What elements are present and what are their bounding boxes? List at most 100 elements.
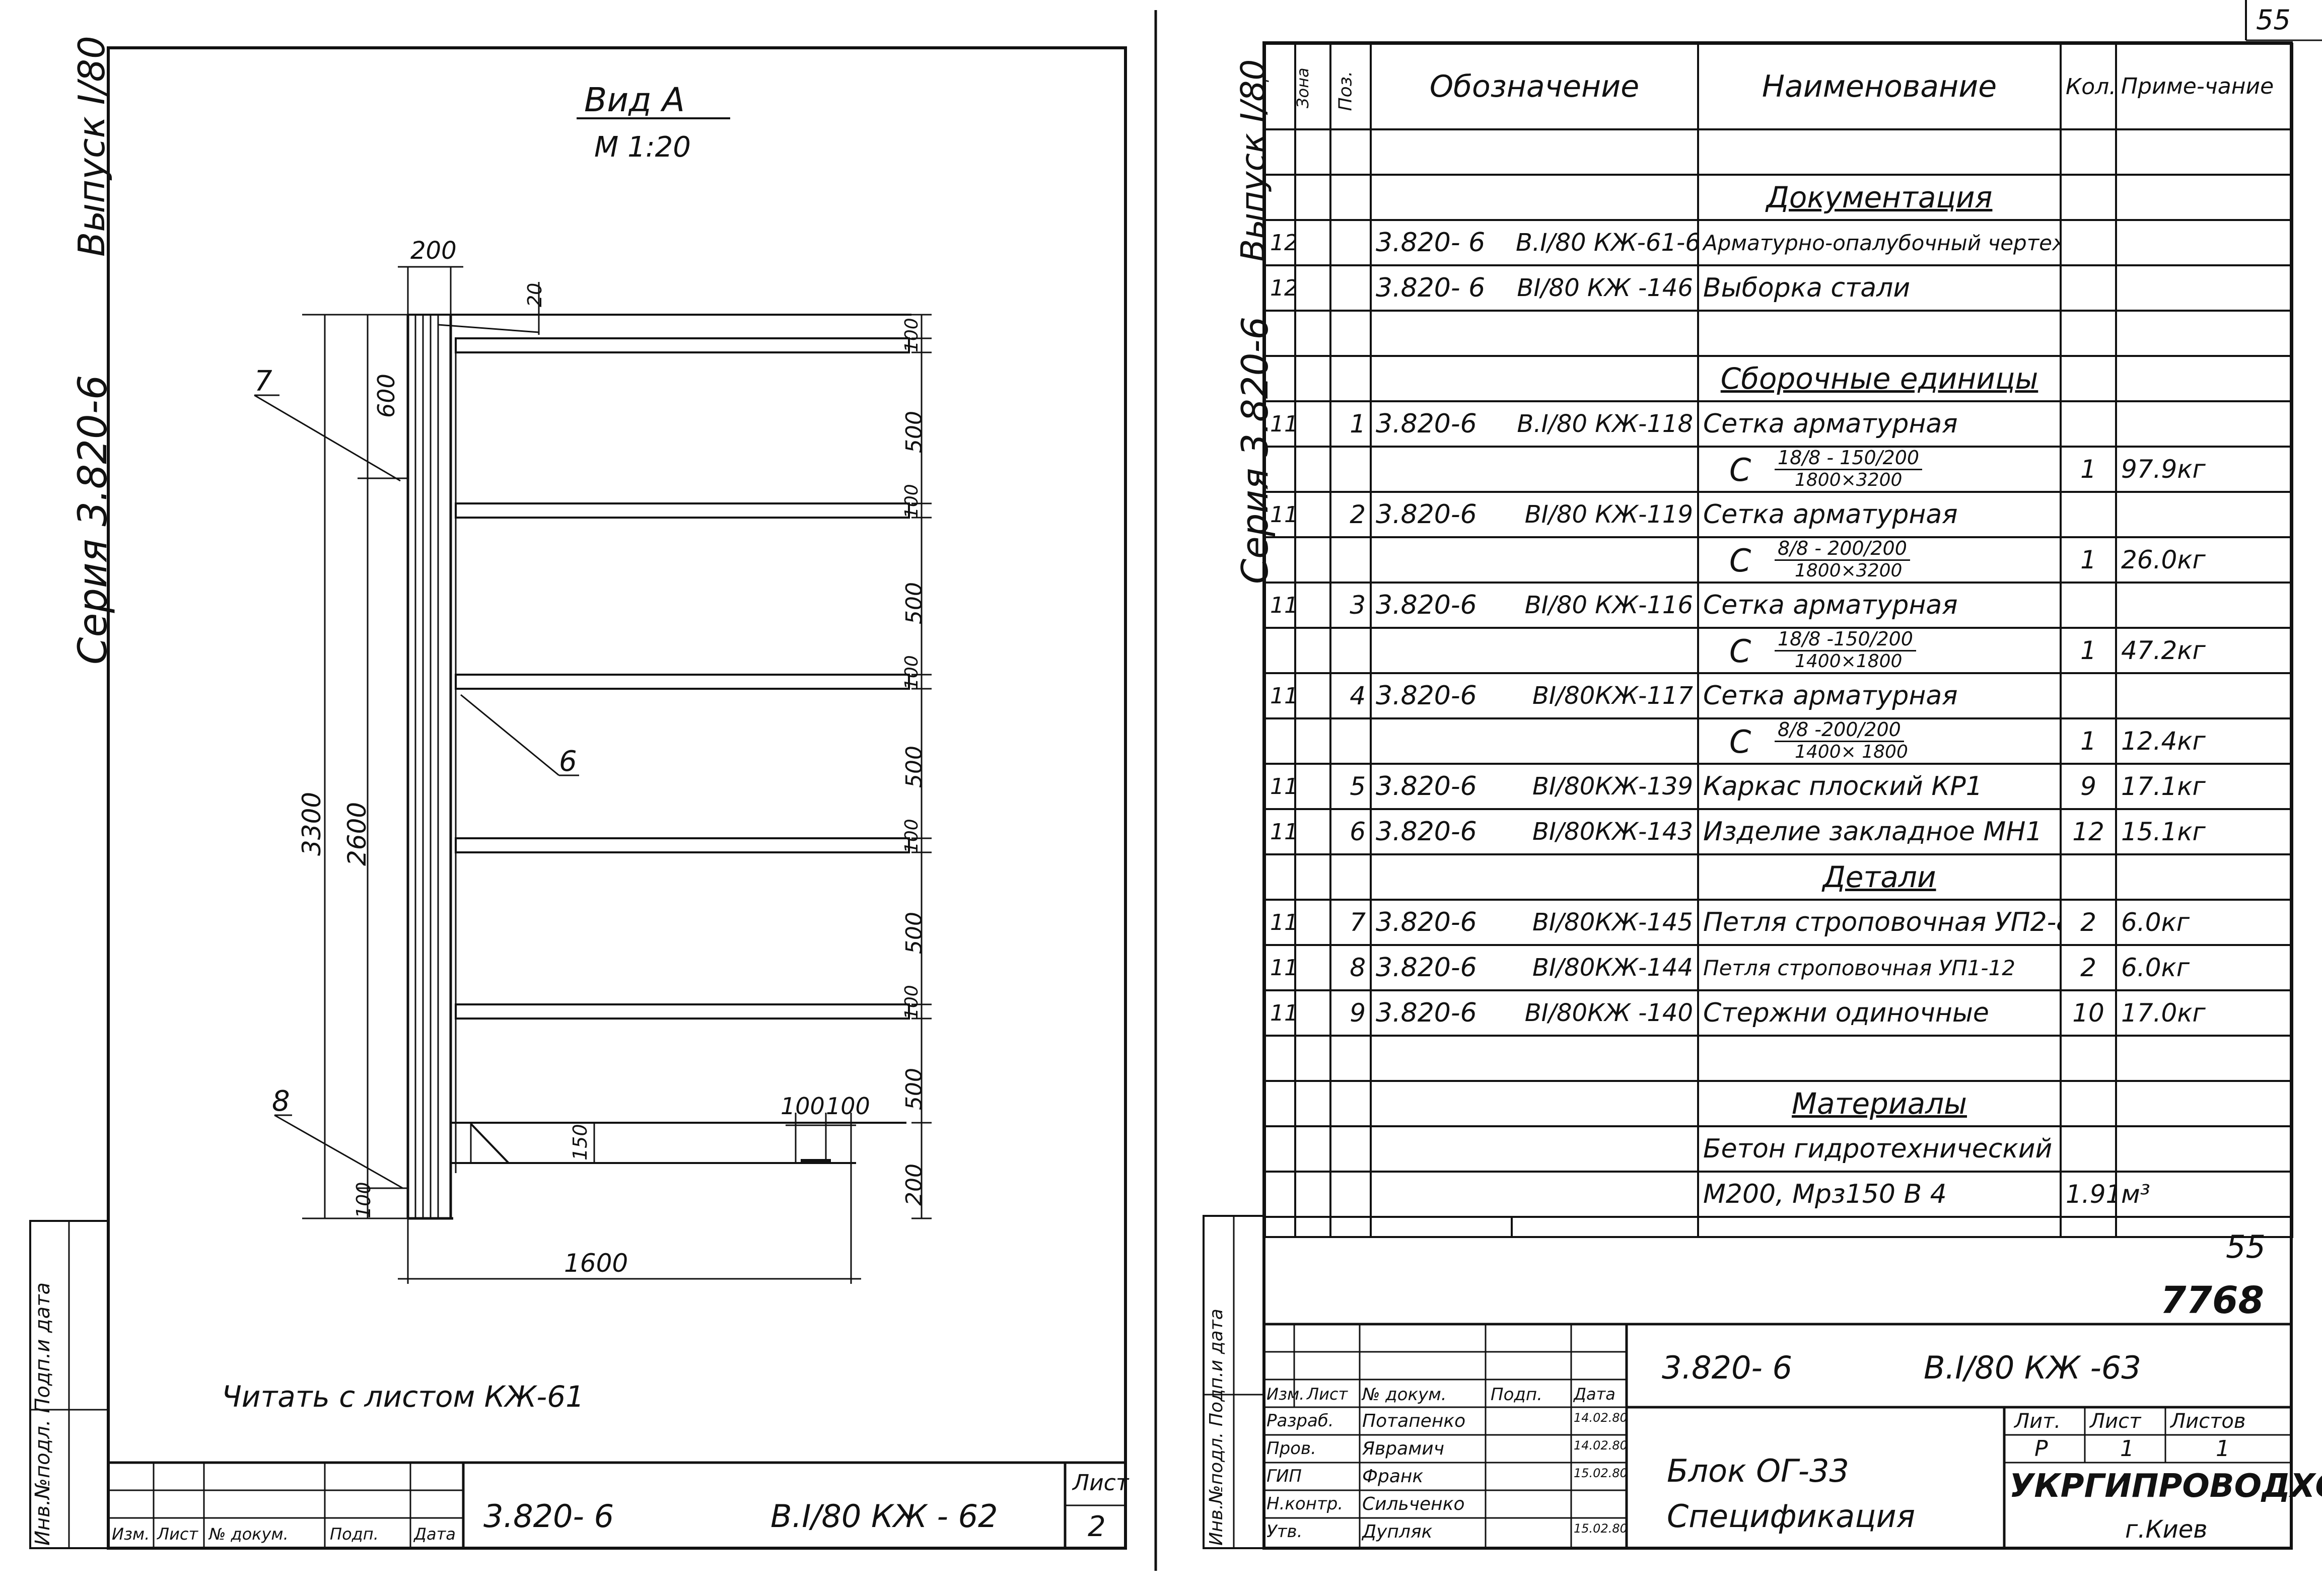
cell-designation-code: 3.820-6 (1370, 582, 1512, 629)
cell-format: 11 (1264, 582, 1296, 629)
mesh-spec: 8/8 -200/200 (1775, 720, 1904, 742)
cell-format: 11 (1264, 899, 1296, 946)
cell-format (1264, 446, 1296, 493)
cell-position (1329, 1080, 1372, 1127)
cell-zone (1294, 1035, 1331, 1082)
cell-note: 17.1кг (2115, 763, 2293, 810)
cell-name: Сетка арматурная (1697, 400, 2062, 448)
cell-name: Стержни одиночные (1697, 989, 2062, 1037)
cell-note (2115, 672, 2293, 719)
approval-date: 14.02.80 (1574, 1438, 1628, 1453)
cell-quantity (2060, 310, 2117, 357)
cell-designation-ref (1512, 627, 1699, 674)
mesh-size: 1800×3200 (1795, 560, 1903, 581)
cell-name (1697, 1035, 2062, 1082)
cell-note: 15.1кг (2115, 808, 2293, 855)
cell-zone (1294, 536, 1331, 584)
block-description: Спецификация (1667, 1498, 1916, 1535)
cell-quantity (2060, 672, 2117, 719)
table-row (1264, 310, 2293, 357)
empty-cell (1697, 1216, 2062, 1238)
cell-designation-code: 3.820-6 (1370, 491, 1512, 538)
cell-note (2115, 400, 2293, 448)
inventory-number: 7768 (2160, 1279, 2264, 1322)
approval-date: 15.02.80 (1574, 1466, 1628, 1480)
cell-position: 9 (1329, 989, 1372, 1037)
cell-note: м³ (2115, 1171, 2293, 1218)
lit-value: Р (2034, 1436, 2048, 1462)
cell-quantity (2060, 853, 2117, 901)
empty-cell (1264, 1216, 1296, 1238)
cell-position: 3 (1329, 582, 1372, 629)
right-tb-date: Дата (1574, 1385, 1615, 1404)
right-sheet-number: 55 (2226, 1228, 2266, 1265)
cell-position (1329, 355, 1372, 402)
right-tb-sign: Подп. (1491, 1385, 1542, 1405)
cell-designation-ref: ВI/80КЖ-117 (1512, 672, 1699, 719)
cell-designation-code: 3.820-6 (1370, 808, 1512, 855)
section-row: Детали (1264, 853, 2293, 901)
cell-designation-ref: ВI/80КЖ -140 (1512, 989, 1699, 1037)
left-tb-date: Дата (414, 1525, 456, 1544)
cell-name: Изделие закладное МН1 (1697, 808, 2062, 855)
cell-zone (1294, 264, 1331, 312)
cell-format (1264, 1171, 1296, 1218)
dim-1600: 1600 (564, 1249, 628, 1278)
cell-zone (1294, 944, 1331, 991)
cell-position: 1 (1329, 400, 1372, 448)
approval-name: Дупляк (1362, 1521, 1433, 1542)
callout-7: 7 (254, 365, 272, 398)
cell-designation-ref: ВI/80КЖ-139 (1512, 763, 1699, 810)
empty-cell (1511, 1216, 1699, 1238)
mesh-spec: 18/8 - 150/200 (1775, 449, 1923, 470)
cell-note: 17.0кг (2115, 989, 2293, 1037)
cell-designation-ref (1512, 1125, 1699, 1173)
cell-name: М200, Мрз150 В 4 (1697, 1171, 2062, 1218)
cell-quantity: 1 (2060, 446, 2117, 493)
cell-format (1264, 717, 1296, 765)
cell-format: 11 (1264, 400, 1296, 448)
approval-date: 15.02.80 (1574, 1521, 1628, 1536)
section-title: Документация (1697, 174, 2062, 221)
cell-zone (1294, 627, 1331, 674)
cell-zone (1294, 219, 1331, 266)
block-name: Блок ОГ-33 (1667, 1453, 1849, 1489)
cell-position: 5 (1329, 763, 1372, 810)
cell-designation-code (1370, 174, 1512, 221)
cell-note: 47.2кг (2115, 627, 2293, 674)
view-title: Вид А (584, 81, 685, 119)
right-tb-izm: Изм. (1266, 1385, 1305, 1404)
cell-quantity (2060, 264, 2117, 312)
cell-zone (1294, 1080, 1331, 1127)
read-with-note: Читать с листом КЖ-61 (222, 1380, 585, 1414)
cell-designation-ref: В.I/80 КЖ-61-62 (1512, 219, 1699, 266)
cell-designation-code (1370, 1080, 1512, 1127)
cell-quantity: 1.91 (2060, 1171, 2117, 1218)
cell-designation-code: 3.820-6 (1370, 763, 1512, 810)
header-name: Наименование (1697, 43, 2062, 130)
cell-name: Каркас плоский КР1 (1697, 763, 2062, 810)
cell-note (2115, 853, 2293, 901)
cell-quantity: 2 (2060, 944, 2117, 991)
cell-format (1264, 310, 1296, 357)
cell-format: 11 (1264, 491, 1296, 538)
cell-note (2115, 355, 2293, 402)
approval-name: Потапенко (1362, 1411, 1466, 1431)
empty-cell (2115, 1216, 2293, 1238)
cell-designation-ref (1512, 446, 1699, 493)
cell-format: 12 (1264, 219, 1296, 266)
cell-note (2115, 128, 2293, 176)
mesh-spec: 8/8 - 200/200 (1775, 539, 1910, 561)
cell-position (1329, 853, 1372, 901)
cell-position (1329, 310, 1372, 357)
cell-designation-code (1370, 1035, 1512, 1082)
cell-designation-code (1370, 536, 1512, 584)
cell-position: 4 (1329, 672, 1372, 719)
